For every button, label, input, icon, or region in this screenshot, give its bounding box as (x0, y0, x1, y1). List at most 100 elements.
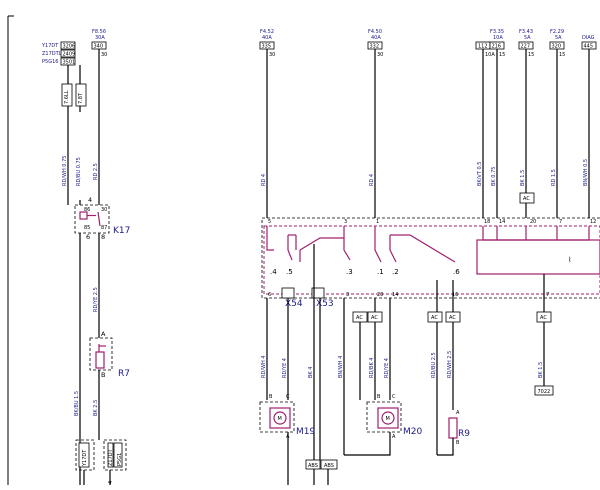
engine-code-2: Z17DTL (42, 51, 62, 57)
svg-text:7: 7 (546, 292, 549, 298)
m19-pin-c: C (286, 394, 290, 400)
ac-connector-top-label: AC (523, 196, 530, 202)
ac-connectors: AC AC AC AC AC (352, 311, 552, 323)
switch-label-5: .5 (286, 268, 293, 276)
fuse-f4-52-ref: 335 (262, 44, 272, 50)
fuse-f8-56-term: 30 (101, 52, 107, 58)
motor-m20: B C M A M20 (366, 394, 422, 440)
engine-code-ref-1: 3206 (63, 44, 76, 50)
wire-label-m20-b: RD/YE 4 (384, 358, 390, 378)
connector-x53: X53 (311, 287, 334, 309)
block-bottom-pin-6: 6 (268, 292, 271, 298)
fuse-diag-id: DIAG (582, 35, 595, 41)
r7-pin-a: A (101, 330, 106, 338)
block-pin-7: 7 (559, 219, 562, 225)
k17-pin-87: 87 (101, 225, 107, 231)
fuse-f3-35: F3.35 10A 112 216 10A 15 (475, 29, 505, 58)
engine-code-box: Y17DT Z17DTL P5G16 3206 2409 3501 (41, 41, 76, 66)
abs-connectors: ABS ABS (305, 459, 338, 470)
fuse-f8-56: F8.56 30A 340 30 (91, 29, 107, 58)
wire-label-m20-supply: RD 4 (369, 174, 375, 186)
svg-text:M: M (386, 416, 390, 422)
fuse-diag: DIAG 445 (581, 35, 597, 50)
heater-r7: A B R7 (89, 330, 130, 379)
fuse-f2-29-rating: 5A (555, 35, 562, 41)
m20-pin-a: A (392, 434, 396, 440)
fuse-f3-35-term-rating: 10A (485, 52, 495, 58)
fuse-f4-50: F4.50 40A 332 30 (367, 29, 383, 58)
fuse-f2-29-ref: 320 (552, 44, 562, 50)
fuse-f3-43-id: F3.43 (519, 29, 533, 35)
engine-code-ref-2: 2409 (63, 52, 76, 58)
fuse-f3-43: F3.43 5A 227 15 (518, 29, 534, 58)
ac-connector-2: AC (371, 315, 378, 321)
svg-text:7.8T: 7.8T (78, 92, 84, 104)
fuse-f3-35-id: F3.35 (490, 29, 504, 35)
fuse-f3-43-rating: 5A (524, 35, 531, 41)
wire-label-ctrl-4: RD 1.5 (551, 169, 557, 186)
k17-pin-30: 30 (101, 207, 107, 213)
block-bottom-pin-20: 20 (377, 292, 383, 298)
fuse-f8-56-id: F8.56 (92, 29, 106, 35)
fuse-f3-35-ref: 112 (478, 44, 488, 50)
ground-code-2: Z17DT (108, 448, 114, 466)
block-pin-1: 1 (376, 219, 379, 225)
block-pin-5: 5 (268, 219, 271, 225)
ac-connector-1: AC (356, 315, 363, 321)
wire-label-k17-out: RD/YE 2.5 (93, 287, 99, 312)
block-pin-20: 20 (530, 219, 536, 225)
ac-connector-3: AC (431, 315, 438, 321)
wire-label-m19-b: RD/YE 4 (282, 358, 288, 378)
fuse-f3-35-rating: 10A (493, 35, 503, 41)
k17-label: K17 (113, 226, 130, 236)
fuse-f4-50-rating: 40A (371, 35, 381, 41)
ground-code-1: Y17DT (82, 449, 88, 467)
fuse-f4-52-id: F4.52 (260, 29, 274, 35)
ground-ref-label: 7022 (538, 389, 551, 395)
fuse-f3-43-term: 15 (528, 52, 534, 58)
control-module (476, 239, 600, 275)
relay-k17: 4 86 85 30 87 6 8 K17 (74, 196, 130, 241)
connector-x54: X54 (281, 287, 303, 309)
block-bottom-pin-3: 3 (346, 292, 349, 298)
block-pin-12: 12 (590, 219, 596, 225)
wire-label-k17-in: RD 2.5 (93, 163, 99, 180)
switch-label-3: .3 (346, 268, 353, 276)
block-bottom-pin-16: 16 (452, 292, 458, 298)
fuse-f2-29-id: F2.29 (550, 29, 564, 35)
wire-label-x53: BK 4 (308, 367, 314, 378)
fuse-f4-52-term: 30 (269, 52, 275, 58)
m19-label: M19 (296, 427, 315, 437)
engine-code-ref-3: 3501 (63, 60, 76, 66)
m20-label: M20 (403, 427, 422, 437)
m20-pin-b: B (377, 394, 381, 400)
k17-pin-6: 6 (86, 233, 90, 241)
fuse-f2-29: F2.29 5A 320 15 (549, 29, 565, 58)
svg-text:7.6LL: 7.6LL (64, 90, 70, 104)
fuse-link-pair: 7.6LL 7.8T (61, 83, 87, 107)
switch-label-6: .6 (453, 268, 460, 276)
r9-pin-a: A (456, 410, 460, 416)
fuse-f4-52-rating: 40A (262, 35, 272, 41)
k17-pin-85: 85 (84, 225, 90, 231)
wire-label-m20-c: RD/BK 4 (369, 358, 375, 379)
x53-label: X53 (316, 299, 334, 309)
k17-pin-8: 8 (101, 233, 105, 241)
switch-label-1: .1 (377, 268, 384, 276)
wire-label-m19-a: RD/WH 4 (261, 356, 267, 378)
ground-code-boxes: Y17DT Z17DT P5G1 4 (75, 439, 127, 485)
resistor-r9: A B R9 (448, 410, 470, 446)
r9-pin-b: B (456, 440, 460, 446)
ground-ref-box (534, 385, 554, 396)
fuse-f4-52: F4.52 40A 335 30 (259, 29, 275, 58)
ac-connector-4: AC (449, 315, 456, 321)
wire-label-ctrl-2: BK 0.75 (491, 167, 497, 186)
engine-code-1: Y17DT (41, 43, 59, 49)
block-bottom-pin-14: 14 (392, 292, 398, 298)
switch-label-4: .4 (270, 268, 277, 276)
abs-connector-2: ABS (324, 463, 334, 469)
fuse-f3-35-term: 15 (499, 52, 505, 58)
fuse-f4-50-id: F4.50 (368, 29, 382, 35)
switch-label-2: .2 (392, 268, 399, 276)
